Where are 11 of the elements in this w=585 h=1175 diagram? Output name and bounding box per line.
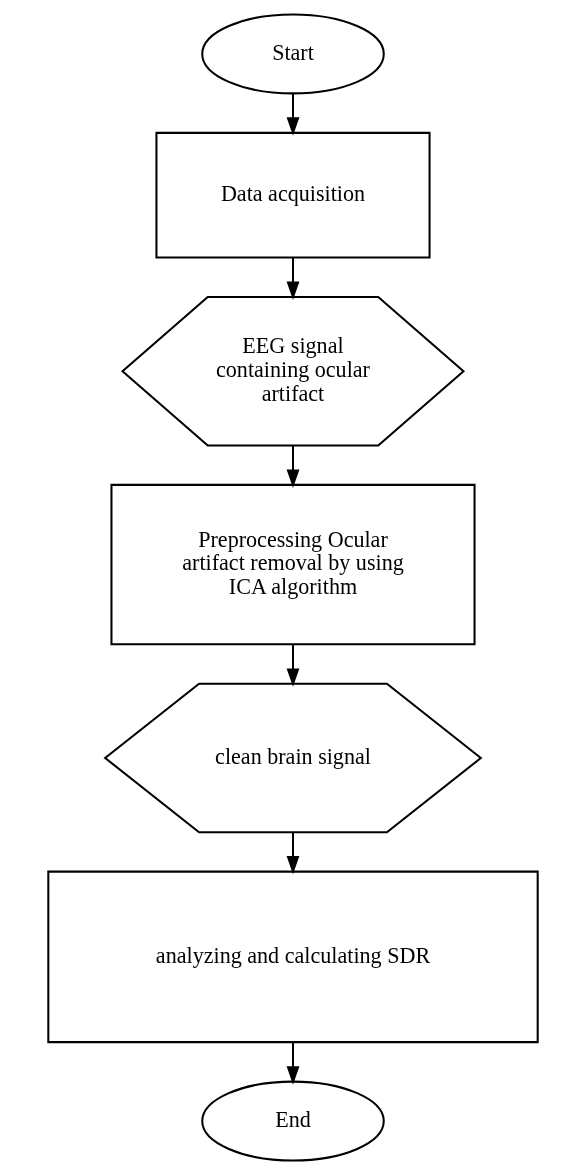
- node-ellipse: End: [200, 1080, 385, 1162]
- node-box: Preprocessing Ocular artifact removal by using ICA algorithm: [109, 483, 476, 646]
- node-box: Data acquisition: [154, 131, 431, 259]
- node-box: analyzing and calculating SDR: [46, 870, 539, 1044]
- node-ellipse: Start: [200, 13, 385, 95]
- arrow: [286, 94, 299, 136]
- arrow: [286, 1042, 299, 1085]
- arrow: [286, 257, 299, 300]
- arrow: [286, 644, 299, 687]
- arrow: [286, 832, 299, 875]
- arrow: [286, 445, 299, 488]
